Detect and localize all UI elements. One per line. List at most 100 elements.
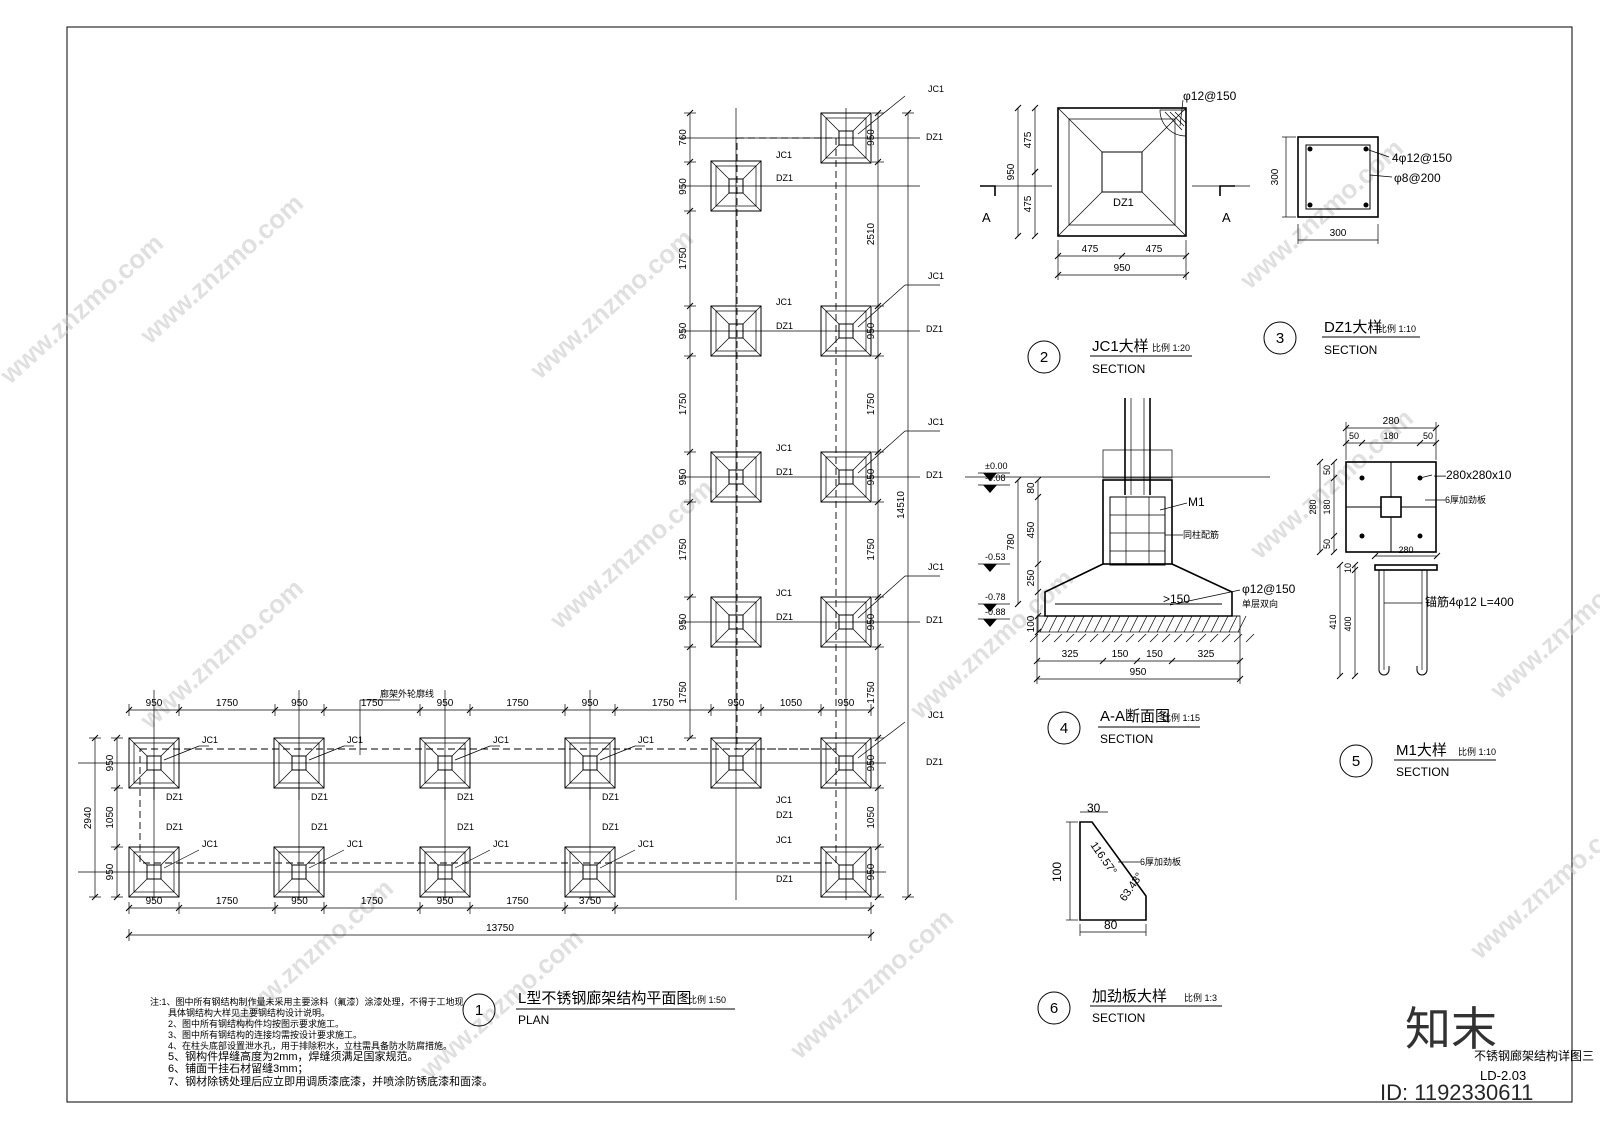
elev-value: -0.08 — [985, 473, 1006, 483]
note-line: 注:1、图中所有钢结构制作量未采用主要涂料（氟漆）涂漆处理，不得于工地现 — [150, 996, 464, 1007]
leader — [308, 745, 345, 761]
footing-hip — [710, 628, 730, 648]
m1-dim-w2: 280 — [1398, 545, 1413, 555]
elev-mark — [983, 485, 997, 493]
drawing-name: 不锈钢廊架结构详图三 — [1474, 1048, 1594, 1063]
dim-tick — [1034, 560, 1042, 568]
footing-hip — [564, 769, 584, 789]
dim-tick — [1433, 552, 1441, 560]
dz1-dim-w: 300 — [1330, 228, 1347, 239]
label-jc1: JC1 — [638, 839, 654, 849]
dim-tick — [1014, 232, 1022, 240]
dim-tick — [686, 109, 694, 117]
footing-hip — [852, 878, 872, 898]
dim-tick — [416, 904, 424, 912]
hatch-line — [1147, 615, 1157, 633]
dz1-title: DZ1大样 — [1324, 319, 1382, 336]
stiff-d-bottom: 80 — [1104, 918, 1118, 932]
outline-callout-text: 廊架外轮廓线 — [380, 688, 434, 699]
dim-tick — [1031, 168, 1039, 176]
footing-hip — [564, 737, 584, 757]
plan-title: L型不锈钢廊架结构平面图 — [518, 990, 691, 1007]
stiff-a2: 63.43° — [1118, 871, 1146, 904]
dim-value: 1750 — [652, 698, 675, 709]
footing-jc1 — [820, 305, 872, 357]
dim-tick — [686, 734, 694, 742]
dim-tick — [757, 706, 765, 714]
hatch-line — [1057, 615, 1067, 633]
m1-dim-s: 50 — [1322, 465, 1332, 475]
label-dz1: DZ1 — [926, 470, 943, 480]
label-dz1: DZ1 — [602, 792, 619, 802]
footing-hip — [710, 483, 730, 503]
footing-jc1 — [820, 596, 872, 648]
label-dz1: DZ1 — [166, 792, 183, 802]
m1-title: M1大样 — [1396, 742, 1447, 759]
jc1-title-num: 2 — [1040, 349, 1048, 366]
stiff-d-side: 100 — [1050, 862, 1064, 882]
hatch-line — [1120, 615, 1130, 633]
dim-tick — [1014, 600, 1022, 608]
dim-tick — [125, 931, 133, 939]
hatch-line — [1129, 615, 1139, 633]
dim-tick — [686, 302, 694, 310]
label-jc1: JC1 — [928, 84, 944, 94]
jc1-column-label: DZ1 — [1113, 197, 1134, 209]
watermark-text: www.znzmo.com — [783, 903, 959, 1065]
leader — [308, 849, 345, 869]
watermark-text: www.znzmo.com — [903, 563, 1079, 725]
hatch-line — [1174, 615, 1184, 633]
stiff-title-sub: SECTION — [1092, 1011, 1145, 1025]
footing-hip — [419, 769, 439, 789]
footing-hip — [451, 769, 471, 789]
aa-gt: >150 — [1163, 592, 1190, 606]
footing-hip — [273, 737, 293, 757]
column-dz1 — [838, 323, 854, 339]
footing-hip — [742, 192, 762, 212]
elev-mark — [983, 604, 997, 612]
dim-tick — [1168, 657, 1176, 665]
footing-hip — [305, 737, 325, 757]
hatch-line — [1228, 615, 1238, 633]
label-dz1: DZ1 — [311, 822, 328, 832]
footing-outline — [820, 737, 872, 789]
dim-value: 950 — [866, 613, 877, 630]
footing-hip — [710, 160, 730, 180]
dim-tick — [874, 352, 882, 360]
dim-tick — [1330, 458, 1338, 466]
soil-hatch — [1041, 633, 1051, 643]
m1-stiff-label: 6厚加劲板 — [1445, 494, 1486, 505]
hatch-line — [1048, 615, 1058, 633]
hatch-line — [1183, 615, 1193, 633]
label-jc1: JC1 — [638, 735, 654, 745]
footing-outline — [710, 451, 762, 503]
hatch-line — [1192, 615, 1202, 633]
dim-tick — [874, 784, 882, 792]
footing-hip — [852, 737, 872, 757]
aa-title-scale: 比例 1:15 — [1162, 712, 1200, 723]
footing-hip — [596, 878, 616, 898]
column-dz1 — [838, 469, 854, 485]
footing-hip — [128, 737, 148, 757]
dim-tick — [874, 498, 882, 506]
footing-outline — [710, 596, 762, 648]
dim-value: 1050 — [780, 698, 803, 709]
footing-hip — [742, 337, 762, 357]
dim-tick — [1416, 439, 1424, 447]
elev-mark — [983, 564, 997, 572]
dim-value: 950 — [146, 896, 163, 907]
dim-tick — [611, 904, 619, 912]
soil-hatch — [1161, 633, 1171, 643]
m1-dim-w: 280 — [1383, 416, 1400, 427]
dim-value: 950 — [838, 698, 855, 709]
general-notes: 注:1、图中所有钢结构制作量未采用主要涂料（氟漆）涂漆处理，不得于工地现具体钢结… — [150, 996, 493, 1088]
column-dz1 — [838, 755, 854, 771]
dim-value: 950 — [291, 896, 308, 907]
m1-plate-elev — [1374, 564, 1438, 571]
footing-hip — [852, 769, 872, 789]
plan-title-scale: 比例 1:50 — [688, 994, 726, 1005]
footing-hip — [820, 628, 840, 648]
watermark-text: www.znzmo.com — [543, 473, 719, 635]
dim-tick — [1351, 672, 1359, 680]
m1-plate-label: —280x280x10 — [1434, 468, 1512, 482]
